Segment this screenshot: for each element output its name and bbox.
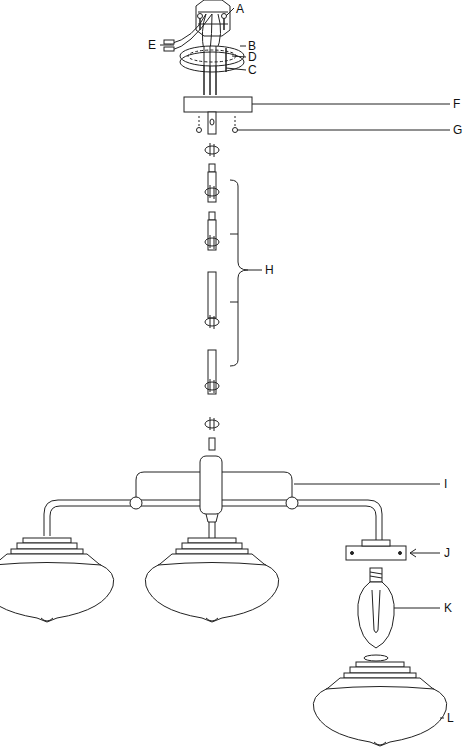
canopy-neck [208, 112, 216, 134]
glass-shade [145, 538, 278, 622]
downrods [205, 143, 219, 450]
shade-holder-cap [362, 540, 390, 546]
bracket-tick [230, 234, 238, 302]
glass-shade [313, 662, 446, 746]
bracket [230, 180, 248, 366]
ground-wire [170, 14, 212, 50]
callout-letter: L [447, 711, 454, 725]
callout-letter: K [444, 601, 452, 615]
callout-letter: H [265, 263, 274, 277]
glass-shade [0, 538, 114, 622]
callout-letter: G [453, 123, 462, 137]
set-screw [210, 119, 214, 125]
junction-box [196, 0, 230, 36]
chandelier-body [44, 456, 382, 540]
dashed-guide [199, 116, 235, 126]
callout-letter: D [248, 50, 257, 64]
canopy-screw [233, 128, 238, 133]
shade-holder [346, 546, 406, 560]
callout-letter: J [444, 546, 450, 560]
wires [204, 46, 216, 95]
callout-letter: C [248, 63, 257, 77]
callout-letter: F [453, 97, 460, 111]
leader-lines [160, 8, 450, 718]
wire-nut [164, 40, 174, 44]
wire-nut [164, 47, 174, 51]
screw-head [198, 14, 203, 19]
callout-letter: E [148, 38, 156, 52]
screw-head [222, 14, 227, 19]
light-bulb [358, 568, 395, 661]
callout-letter: A [236, 2, 244, 16]
callout-letter: I [444, 477, 447, 491]
canopy-screw [197, 128, 202, 133]
canopy [184, 97, 252, 112]
screw [200, 18, 224, 30]
